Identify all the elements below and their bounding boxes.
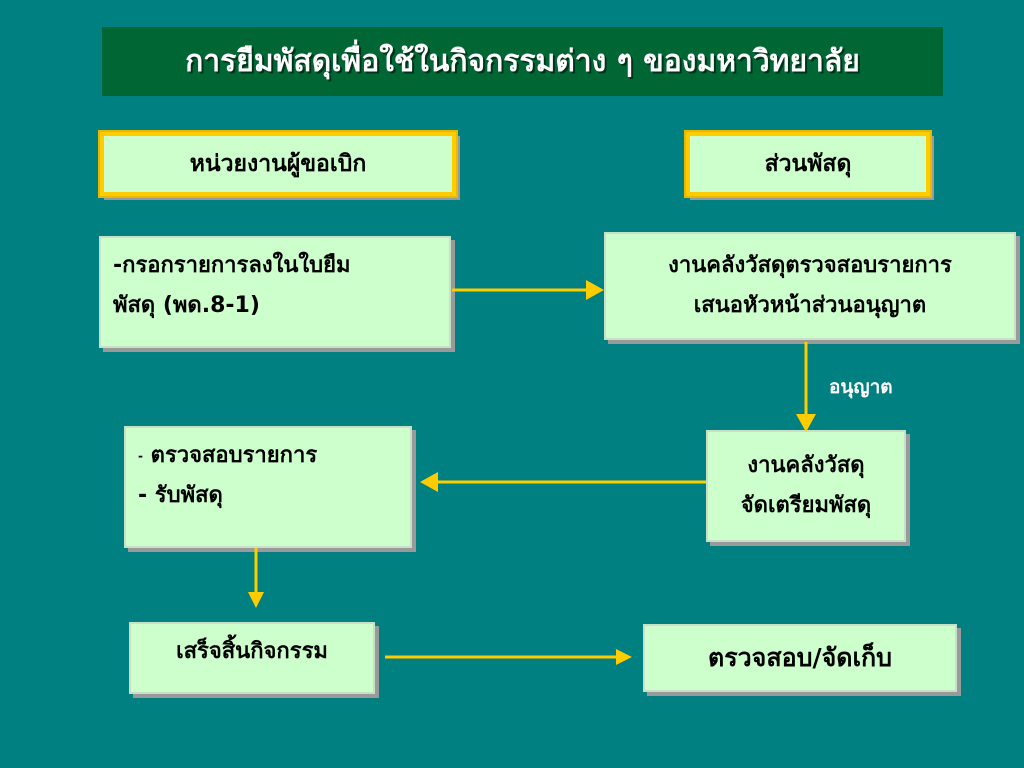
- header-supplies-division: ส่วนพัสดุ: [684, 130, 932, 198]
- step-fill-form-line2: พัสดุ (พด.8-1): [113, 293, 260, 318]
- header-requester-label: หน่วยงานผู้ขอเบิก: [189, 151, 367, 177]
- approve-label: อนุญาต: [829, 376, 893, 398]
- step-receive-line2: - รับพัสดุ: [138, 483, 223, 508]
- step-fill-form: -กรอกรายการลงในใบยืม พัสดุ (พด.8-1): [99, 236, 451, 348]
- step-warehouse-prepare-line1: งานคลังวัสดุ: [747, 453, 865, 478]
- arrow-receive-to-finish: [248, 548, 264, 608]
- page-title: การยืมพัสดุเพื่อใช้ในกิจกรรมต่าง ๆ ของมห…: [185, 44, 860, 79]
- step-finish: เสร็จสิ้นกิจกรรม: [129, 622, 375, 694]
- header-requester-unit: หน่วยงานผู้ขอเบิก: [98, 130, 458, 198]
- step-receive-line1-text: ตรวจสอบรายการ: [150, 443, 318, 468]
- step-receive-line1: - ตรวจสอบรายการ: [138, 436, 410, 476]
- step-receive: - ตรวจสอบรายการ - รับพัสดุ: [124, 426, 412, 548]
- step-warehouse-check-line1: งานคลังวัสดุตรวจสอบรายการ: [668, 253, 952, 278]
- step-finish-label: เสร็จสิ้นกิจกรรม: [176, 639, 328, 664]
- arrow-finish-to-return: [385, 649, 632, 665]
- arrow-prepare-to-receive: [420, 472, 706, 492]
- step-fill-form-line1: -กรอกรายการลงในใบยืม: [113, 253, 351, 278]
- step-return-check: ตรวจสอบ/จัดเก็บ: [643, 624, 957, 692]
- title-bar: การยืมพัสดุเพื่อใช้ในกิจกรรมต่าง ๆ ของมห…: [102, 27, 943, 96]
- step-return-check-label: ตรวจสอบ/จัดเก็บ: [707, 643, 893, 672]
- step-receive-line1-dash: -: [138, 449, 143, 463]
- header-supplies-label: ส่วนพัสดุ: [764, 151, 852, 177]
- arrow-check-to-prepare: [796, 342, 816, 432]
- arrow-form-to-check: [452, 280, 604, 300]
- step-warehouse-check: งานคลังวัสดุตรวจสอบรายการ เสนอหัวหน้าส่ว…: [604, 232, 1016, 340]
- step-warehouse-prepare-line2: จัดเตรียมพัสดุ: [740, 493, 872, 518]
- step-warehouse-prepare: งานคลังวัสดุ จัดเตรียมพัสดุ: [706, 430, 906, 542]
- step-warehouse-check-line2: เสนอหัวหน้าส่วนอนุญาต: [693, 293, 927, 318]
